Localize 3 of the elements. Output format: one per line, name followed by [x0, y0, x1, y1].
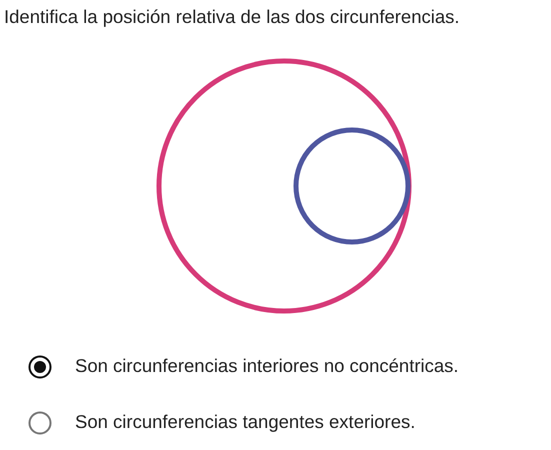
answer-option: Son circunferencias interiores no concéntricas.	[75, 355, 459, 377]
answer-option: Son circunferencias tangentes exteriores.	[75, 411, 416, 433]
question-text: Identifica la posición relativa de las dos circunferencias.	[4, 6, 460, 28]
